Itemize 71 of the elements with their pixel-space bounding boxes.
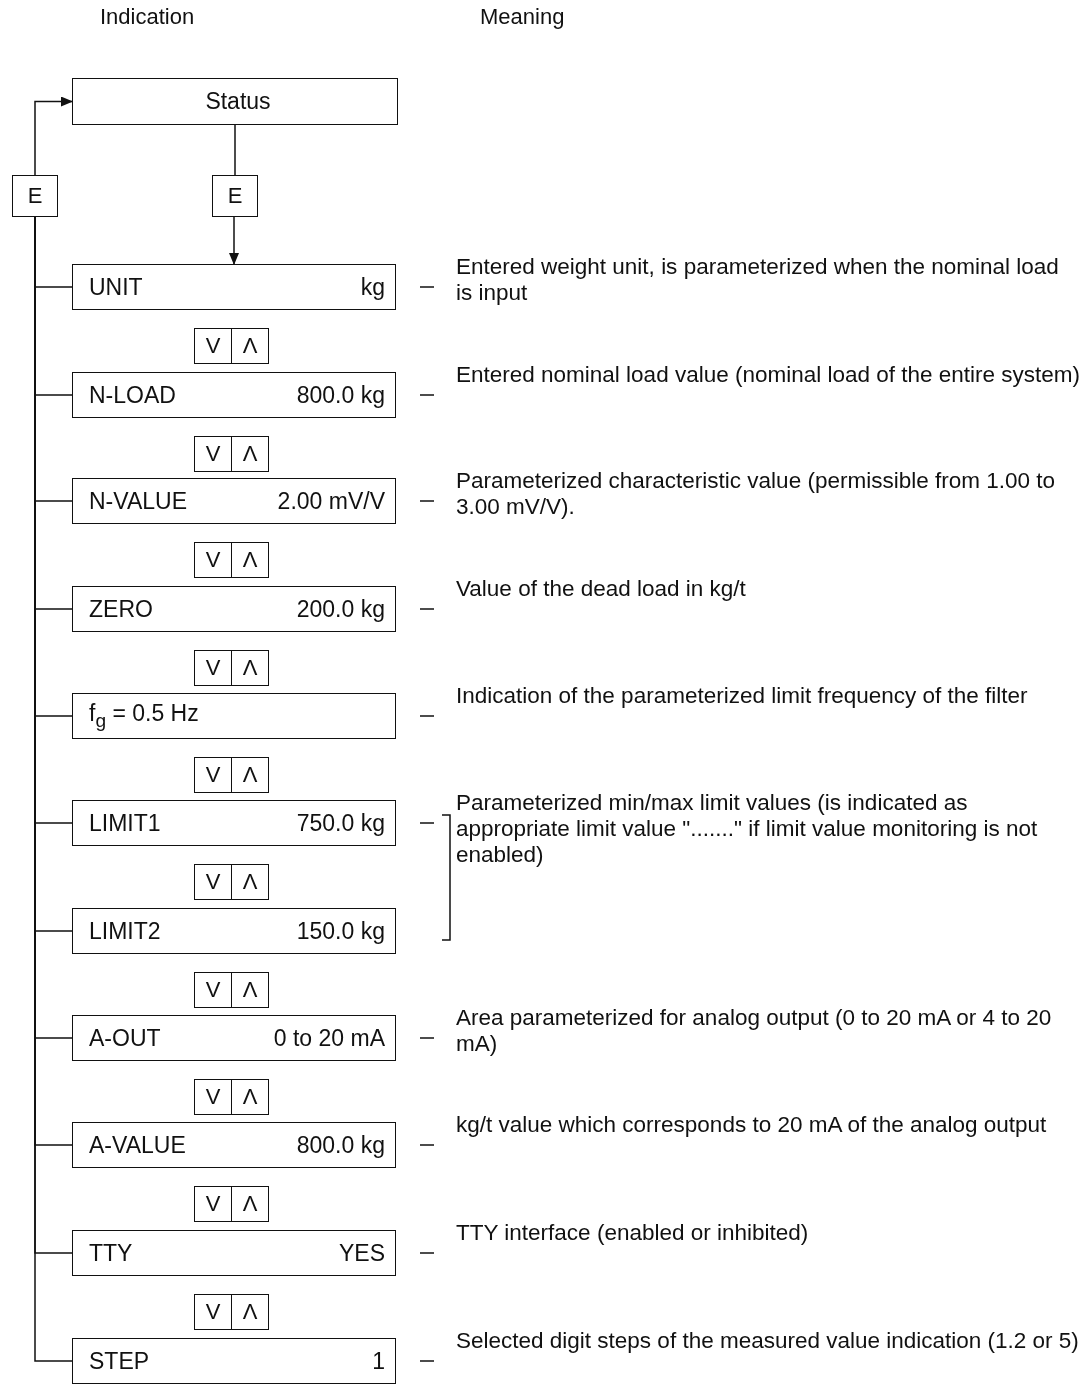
display-text: N-VALUE [89,487,187,515]
display-text: UNIT [89,273,143,301]
key-symbol: E [12,175,58,217]
display-text: ZERO [89,595,153,623]
column-heading: Indication [100,4,195,30]
description-text: TTY interface (enabled or inhibited) [456,1220,810,1246]
description-text: kg/t value which corresponds to 20 mA of the analog output [456,1112,1048,1138]
display-text: YES [338,1239,385,1267]
key-symbol: V [194,1186,232,1222]
key-symbol: V [194,1294,232,1330]
arrow [229,216,239,265]
description-text: Indication of the parameterized limit frequency of the filter [456,683,1029,709]
display-text: f$_{g}$ = 0.5 Hz [89,700,199,732]
key-symbol: V [194,864,232,900]
display-text: 800.0 kg [296,381,385,409]
key-symbol: Λ [231,864,269,900]
display-box [72,1338,396,1384]
description-text: Parameterized min/max limit values (is indicated as appropriate limit value "......." if limit value monitoring is not enabled) [456,790,1039,868]
display-text: 2.00 mV/V [277,487,385,515]
display-text: LIMIT2 [89,917,161,945]
display-text: A-VALUE [89,1131,186,1159]
display-box [72,908,396,954]
connector-line [234,124,236,176]
display-box [72,1122,396,1168]
description-text: Entered weight unit, is parameterized when the nominal load is input [456,254,1060,306]
description-text: Area parameterized for analog output (0 to 20 mA or 4 to 20 mA) [456,1005,1053,1057]
display-box [72,693,396,739]
display-text: 800.0 kg [296,1131,385,1159]
key-symbol: V [194,650,232,686]
key-symbol: Λ [231,650,269,686]
display-text: LIMIT1 [89,809,161,837]
key-symbol: V [194,436,232,472]
key-symbol: V [194,328,232,364]
display-box [72,78,398,125]
display-text: Status [205,88,271,115]
display-text: 1 [372,1347,385,1375]
display-box [72,478,396,524]
key-symbol: Λ [231,757,269,793]
display-box [72,800,396,846]
key-symbol: Λ [231,1186,269,1222]
display-box [72,264,396,310]
display-box [72,586,396,632]
display-box [72,372,396,418]
key-symbol: Λ [231,1294,269,1330]
arrow [34,96,73,176]
column-heading: Meaning [480,4,565,30]
display-box [72,1230,396,1276]
display-text: STEP [89,1347,150,1375]
key-symbol: V [194,1079,232,1115]
description-text: Value of the dead load in kg/t [456,576,747,602]
display-text: 200.0 kg [296,595,385,623]
key-symbol: V [194,972,232,1008]
key-symbol: Λ [231,972,269,1008]
display-box [72,1015,396,1061]
display-text: kg [360,273,385,301]
key-symbol: V [194,757,232,793]
key-symbol: Λ [231,542,269,578]
description-text: Entered nominal load value (nominal load of the entire system) [456,362,1081,388]
key-symbol: Λ [231,1079,269,1115]
display-text: 0 to 20 mA [273,1024,385,1052]
display-text: 150.0 kg [296,917,385,945]
display-text: 750.0 kg [296,809,385,837]
description-text: Parameterized characteristic value (permissible from 1.00 to 3.00 mV/V). [456,468,1056,520]
display-text: A-OUT [89,1024,161,1052]
display-text: N-LOAD [89,381,176,409]
key-symbol: Λ [231,328,269,364]
description-text: Selected digit steps of the measured value indication (1.2 or 5) [456,1328,1080,1354]
key-symbol: Λ [231,436,269,472]
key-symbol: E [212,175,258,217]
display-text: TTY [89,1239,133,1267]
key-symbol: V [194,542,232,578]
